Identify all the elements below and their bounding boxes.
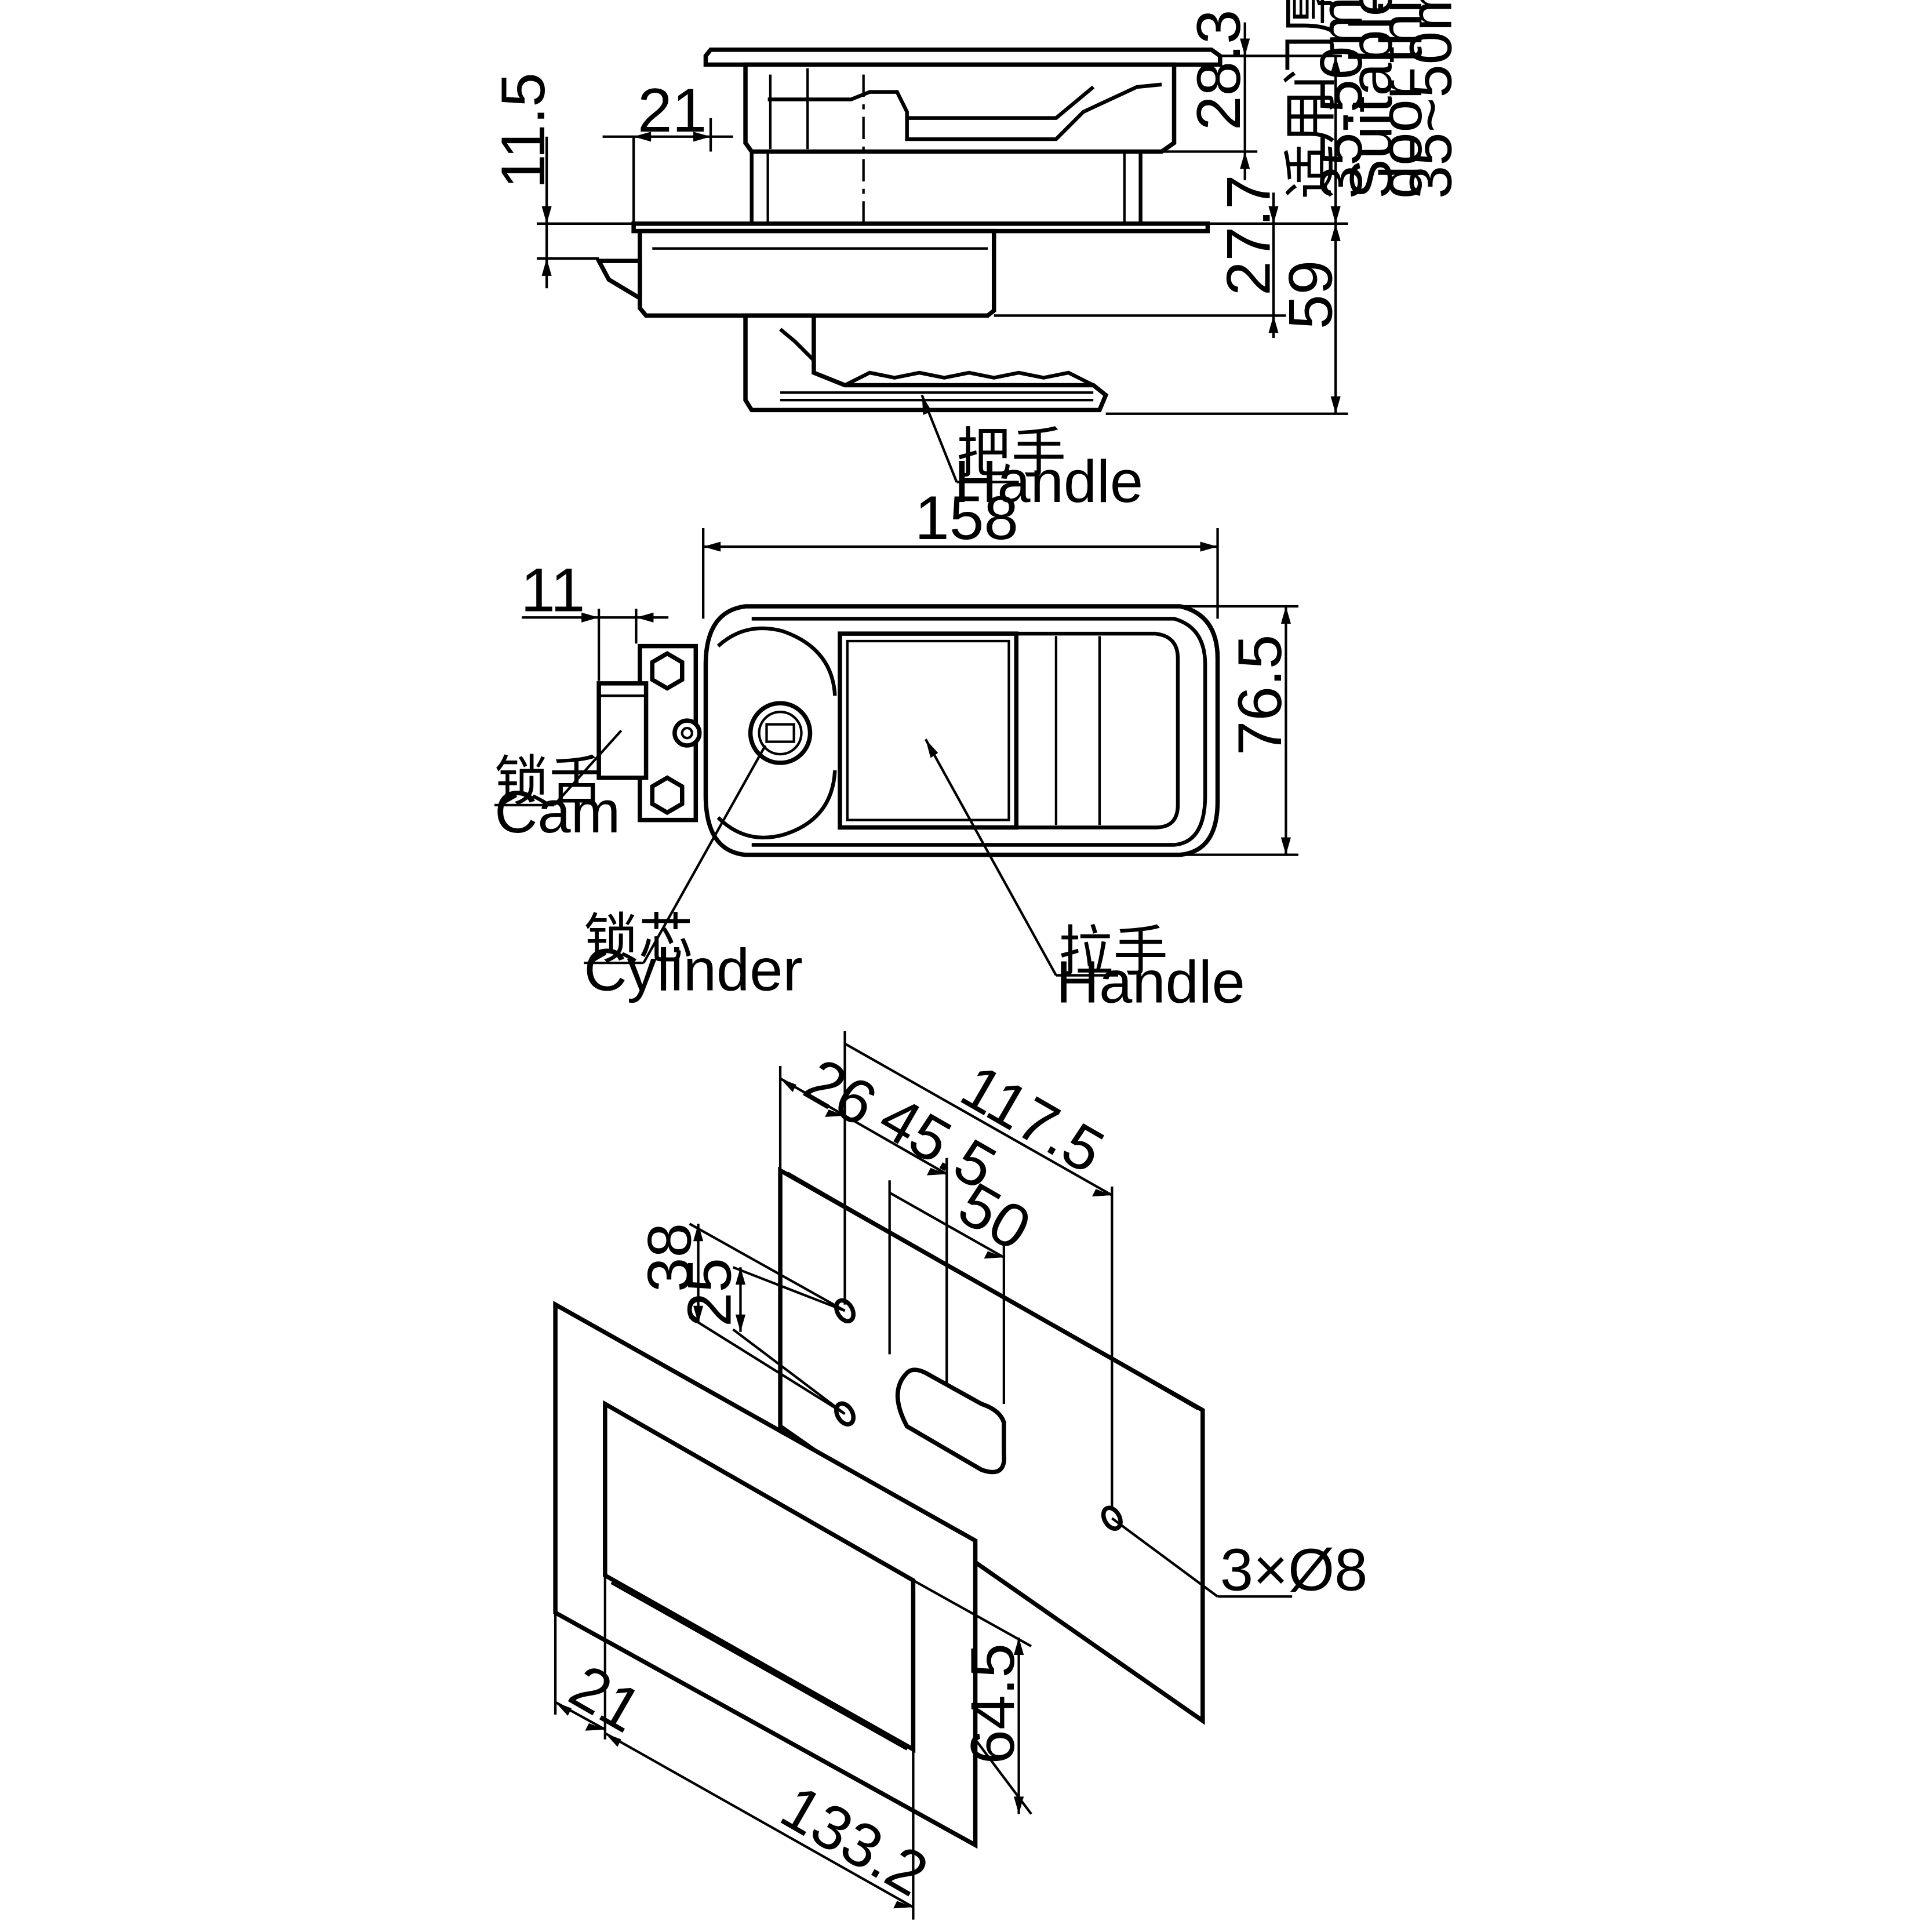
side-lower-stem bbox=[743, 313, 1109, 413]
dim-64-5: 64.5 bbox=[958, 1643, 1027, 1764]
dim-11-5: 11.5 bbox=[488, 72, 558, 189]
door-thickness-cn: 适用门厚 bbox=[1279, 0, 1342, 199]
dim-38: 38 bbox=[635, 1223, 704, 1292]
dim-59: 59 bbox=[1276, 260, 1345, 329]
holes-label: 3×Ø8 bbox=[1220, 1537, 1368, 1603]
dim-158: 158 bbox=[915, 483, 1018, 552]
side-handle-label-en: Handle bbox=[954, 448, 1143, 515]
front-handle-label-en: Handle bbox=[1056, 949, 1245, 1016]
dim-25: 25 bbox=[674, 1258, 744, 1327]
side-handle-mechanism bbox=[767, 82, 1162, 141]
cylinder-label-cn: 锁芯 bbox=[584, 908, 693, 972]
door-thickness-en-1: Suitable for bbox=[1338, 0, 1405, 199]
dim-11: 11 bbox=[521, 555, 585, 625]
dim-28-3: 28.3 bbox=[1184, 9, 1253, 130]
front-view: 158 11 76.5 锁舌 Cam 锁芯 Cylinder 拉手 Handle bbox=[494, 483, 1298, 1016]
door-thickness-range-1: 35-50mm bbox=[1308, 0, 1374, 199]
dim-21-cutout: 21 bbox=[559, 1651, 653, 1746]
front-cam bbox=[596, 681, 649, 780]
dim-76-5: 76.5 bbox=[1225, 635, 1294, 756]
front-handle-label-cn: 拉手 bbox=[1058, 920, 1168, 984]
cam-slot bbox=[895, 1367, 1006, 1475]
side-bottom-body bbox=[638, 228, 996, 318]
side-handle-label-cn: 把手 bbox=[956, 421, 1066, 485]
door-thickness-en-2: door thickness bbox=[1367, 0, 1434, 199]
dim-27-7: 27.7 bbox=[1214, 175, 1283, 296]
cam-label-en: Cam bbox=[494, 778, 620, 845]
door-thickness-range-2: 35~50mm bbox=[1398, 0, 1464, 199]
cylinder-label-en: Cylinder bbox=[584, 936, 802, 1003]
side-top-flange bbox=[703, 47, 1222, 67]
cam-label-cn: 锁舌 bbox=[494, 749, 604, 813]
side-cam bbox=[595, 259, 642, 303]
front-handle bbox=[838, 631, 1019, 830]
side-view: 21 11.5 28.3 27.7 59 适用门厚 35-50mm Suitab… bbox=[488, 0, 1464, 515]
dim-21-side: 21 bbox=[638, 75, 707, 145]
cutout-view: 26 45.5 117.5 50 38 25 3×Ø8 21 133.2 bbox=[553, 1031, 1368, 1920]
